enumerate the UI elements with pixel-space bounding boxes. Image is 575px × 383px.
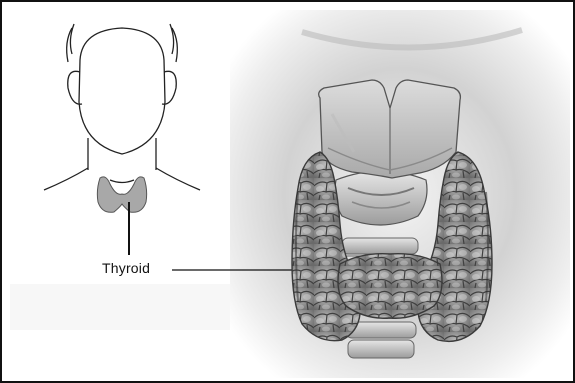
thyroid-label: Thyroid <box>102 260 150 276</box>
thyroid-isthmus <box>338 254 442 319</box>
head-outline <box>44 24 200 190</box>
cricoid-cartilage <box>335 171 427 225</box>
